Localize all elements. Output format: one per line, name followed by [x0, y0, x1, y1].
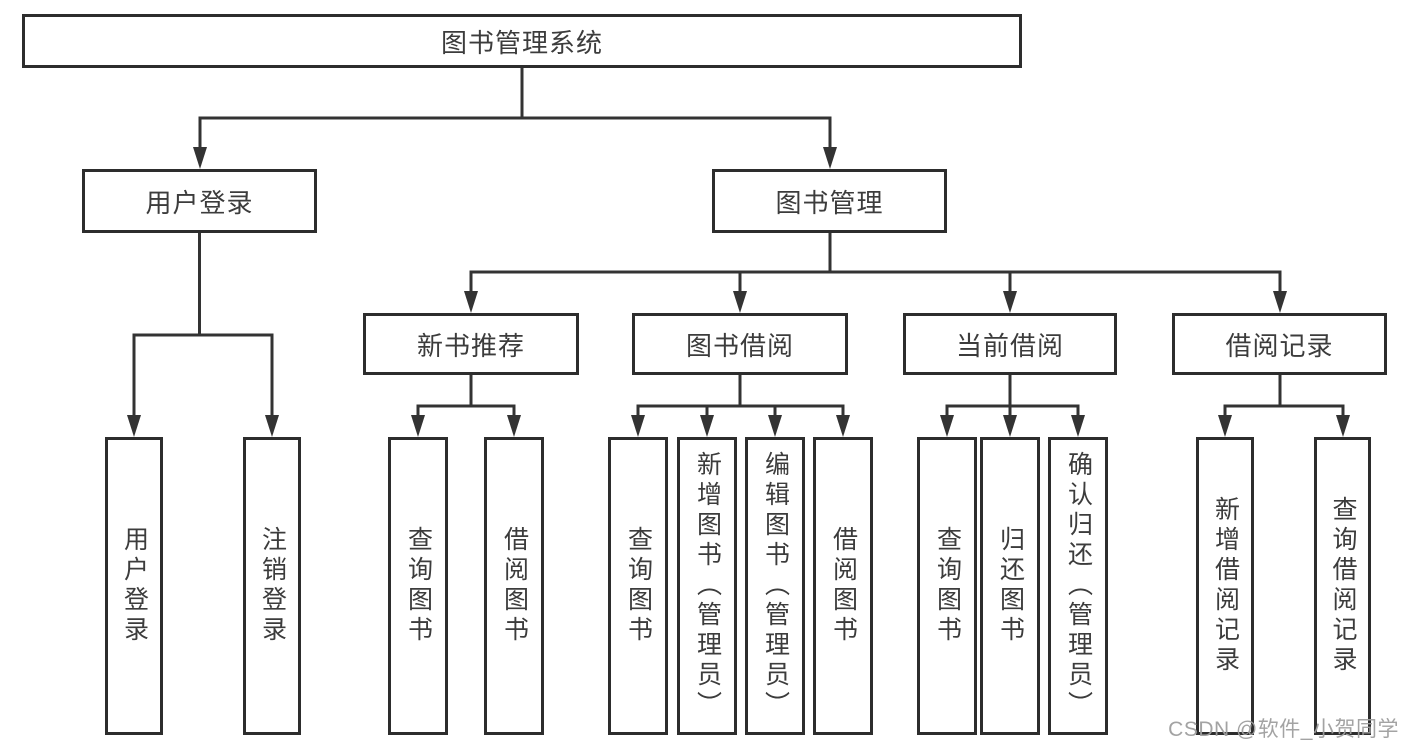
leaf-user-login: 用户登录	[105, 437, 163, 735]
edge-current-rail	[945, 404, 1080, 418]
node-current-borrowing-label: 当前借阅	[955, 330, 1064, 361]
leaf-add-borrow-record: 新增借阅记录	[1196, 437, 1254, 735]
leaf-add-borrow-record-label: 新增借阅记录	[1211, 496, 1240, 676]
leaf-logout-label: 注销登录	[258, 526, 287, 646]
leaf-edit-books-admin: 编辑图书（管理员）	[745, 437, 805, 735]
leaf-borrow-books-label: 借阅图书	[829, 526, 858, 646]
node-user-login-label: 用户登录	[145, 187, 254, 218]
leaf-logout: 注销登录	[243, 437, 301, 735]
leaf-return-books: 归还图书	[980, 437, 1040, 735]
leaf-return-books-label: 归还图书	[996, 526, 1025, 646]
leaf-query-books-current: 查询图书	[917, 437, 977, 735]
edge-records-rail	[1223, 404, 1345, 418]
edge-borrowing-rail	[636, 404, 845, 418]
node-borrowing-records: 借阅记录	[1172, 313, 1387, 375]
node-new-book-recommendation-label: 新书推荐	[416, 330, 525, 361]
node-book-management: 图书管理	[712, 169, 947, 233]
leaf-confirm-return-admin-label: 确认归还（管理员）	[1064, 451, 1093, 721]
leaf-borrow-books-recommend: 借阅图书	[484, 437, 544, 735]
leaf-query-books-current-label: 查询图书	[933, 526, 962, 646]
edge-root-rail	[198, 116, 832, 150]
leaf-confirm-return-admin: 确认归还（管理员）	[1048, 437, 1108, 735]
node-book-management-label: 图书管理	[775, 187, 884, 218]
leaf-borrow-books-recommend-label: 借阅图书	[500, 526, 529, 646]
node-borrowing-records-label: 借阅记录	[1225, 330, 1334, 361]
edge-bookmgmt-rail	[469, 270, 1282, 294]
node-current-borrowing: 当前借阅	[903, 313, 1117, 375]
leaf-query-books-recommend-label: 查询图书	[404, 526, 433, 646]
leaf-edit-books-admin-label: 编辑图书（管理员）	[761, 451, 790, 721]
node-user-login: 用户登录	[82, 169, 317, 233]
node-library-management-system: 图书管理系统	[22, 14, 1022, 68]
arrowheads	[127, 147, 1350, 437]
leaf-add-books-admin-label: 新增图书（管理员）	[693, 451, 722, 721]
leaf-query-borrow-record: 查询借阅记录	[1314, 437, 1371, 735]
leaf-query-books-recommend: 查询图书	[388, 437, 448, 735]
leaf-borrow-books: 借阅图书	[813, 437, 873, 735]
edge-userlogin-rail	[132, 333, 274, 418]
node-new-book-recommendation: 新书推荐	[363, 313, 579, 375]
leaf-query-books-borrowing-label: 查询图书	[624, 526, 653, 646]
node-library-management-system-label: 图书管理系统	[440, 27, 603, 58]
leaf-query-borrow-record-label: 查询借阅记录	[1329, 496, 1357, 676]
leaf-query-books-borrowing: 查询图书	[608, 437, 668, 735]
node-book-borrowing-label: 图书借阅	[685, 330, 794, 361]
leaf-add-books-admin: 新增图书（管理员）	[677, 437, 737, 735]
watermark-text: CSDN @软件_小贺同学	[1168, 718, 1399, 741]
node-book-borrowing: 图书借阅	[632, 313, 848, 375]
edge-newbook-rail	[416, 404, 516, 418]
leaf-user-login-label: 用户登录	[120, 526, 149, 646]
